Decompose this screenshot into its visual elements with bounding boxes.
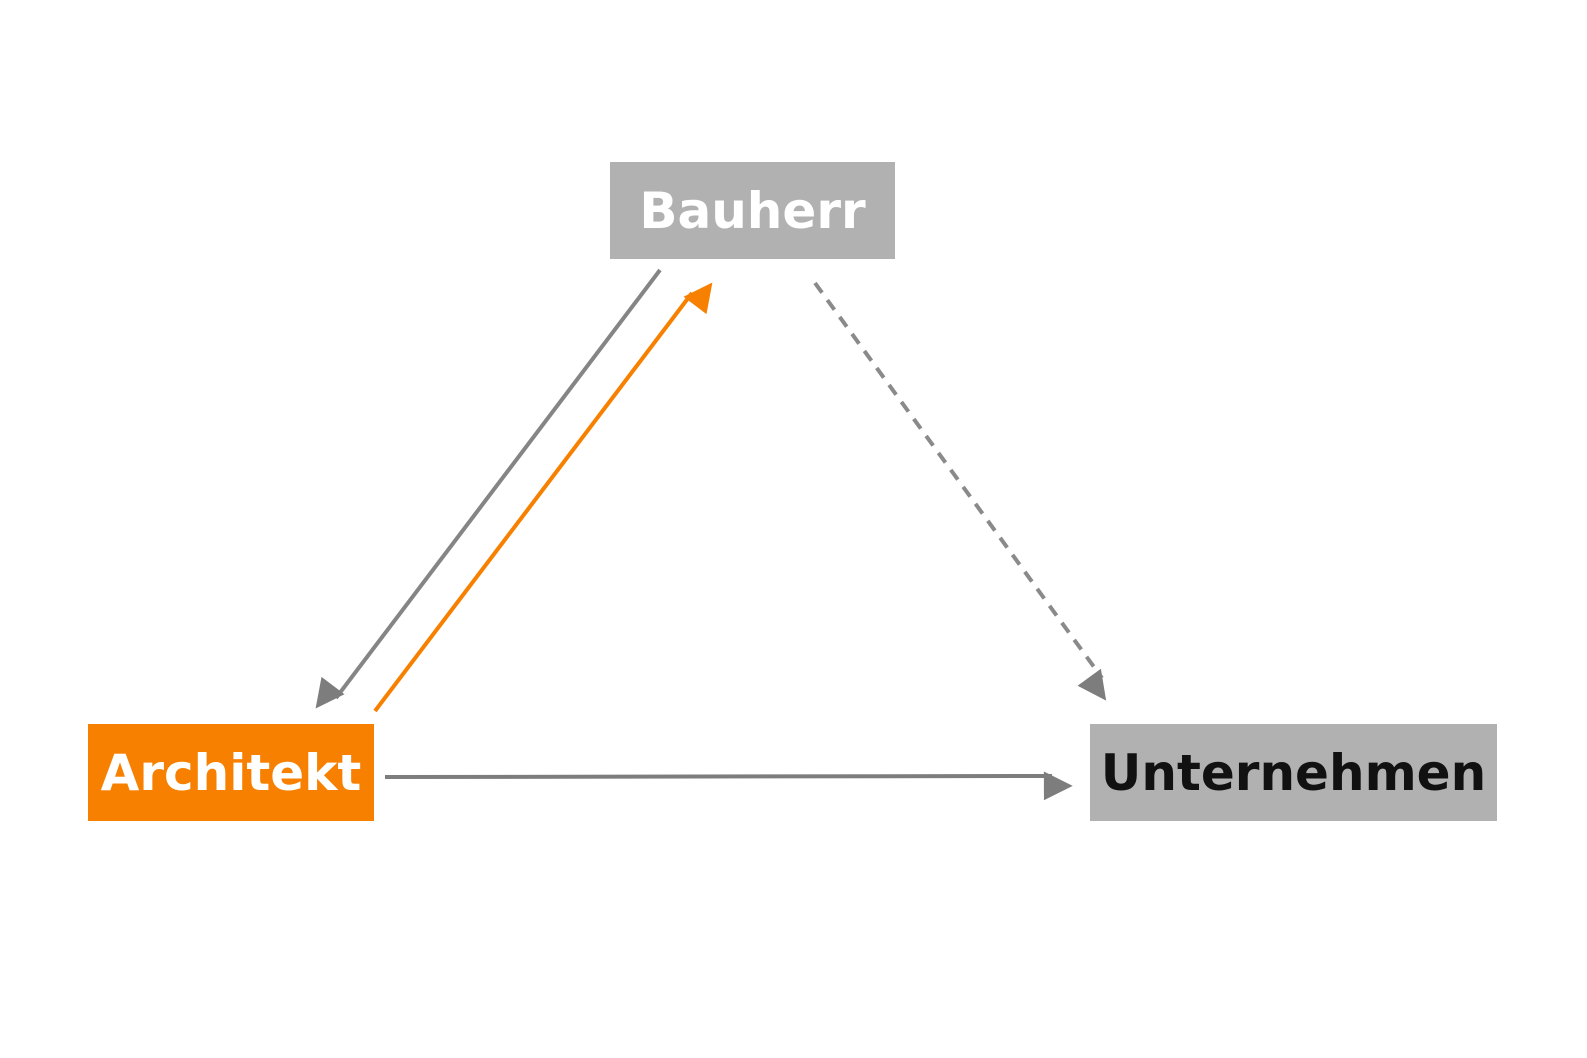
arrow-bauherr-to-unternehmen-dashed bbox=[813, 281, 1107, 701]
node-label: Architekt bbox=[100, 743, 362, 802]
node-label: Unternehmen bbox=[1100, 743, 1487, 802]
node-label: Bauherr bbox=[639, 181, 866, 240]
node-bauherr: Bauherr bbox=[610, 162, 895, 259]
node-architekt: Architekt bbox=[88, 724, 374, 821]
arrow-bauherr-to-architekt bbox=[315, 268, 662, 709]
node-unternehmen: Unternehmen bbox=[1090, 724, 1497, 821]
arrow-architekt-to-bauherr bbox=[373, 282, 713, 713]
arrow-architekt-to-unternehmen bbox=[384, 771, 1073, 801]
